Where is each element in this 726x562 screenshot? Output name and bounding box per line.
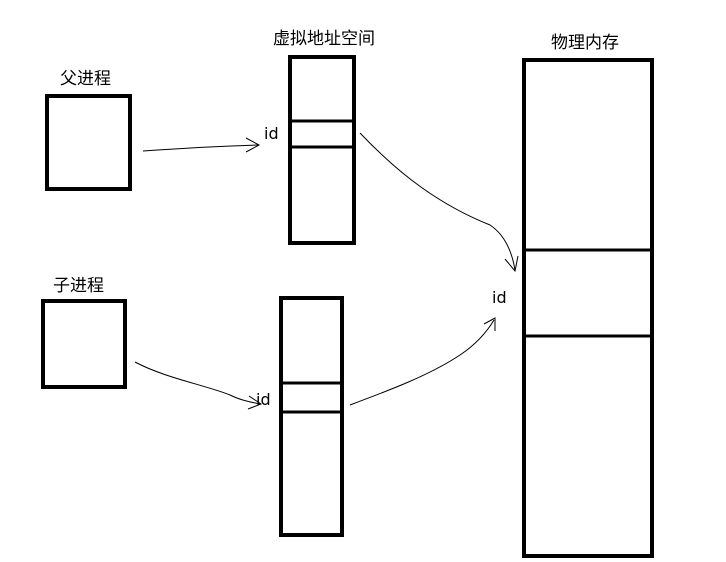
physical-memory-label: 物理内存 [551,33,619,53]
virtual-address-space-label: 虚拟地址空间 [273,29,375,49]
parent-process-label: 父进程 [60,69,111,89]
physical-memory-box [522,58,654,558]
parent-virtual-id-label: id [264,124,279,143]
child-virtual-memory-box [279,296,344,537]
child-process-label: 子进程 [53,276,104,296]
parent-virtual-memory-box [288,55,356,245]
arrow-child-virtual-to-physical [349,317,496,406]
child-virtual-id-label: id [256,390,271,409]
physical-id-label: id [492,288,507,307]
arrow-parent-to-virtual [142,137,261,153]
parent-process-box [45,94,132,191]
arrow-child-to-virtual [134,361,263,410]
arrow-parent-virtual-to-physical [359,132,519,273]
child-process-box [41,299,127,389]
